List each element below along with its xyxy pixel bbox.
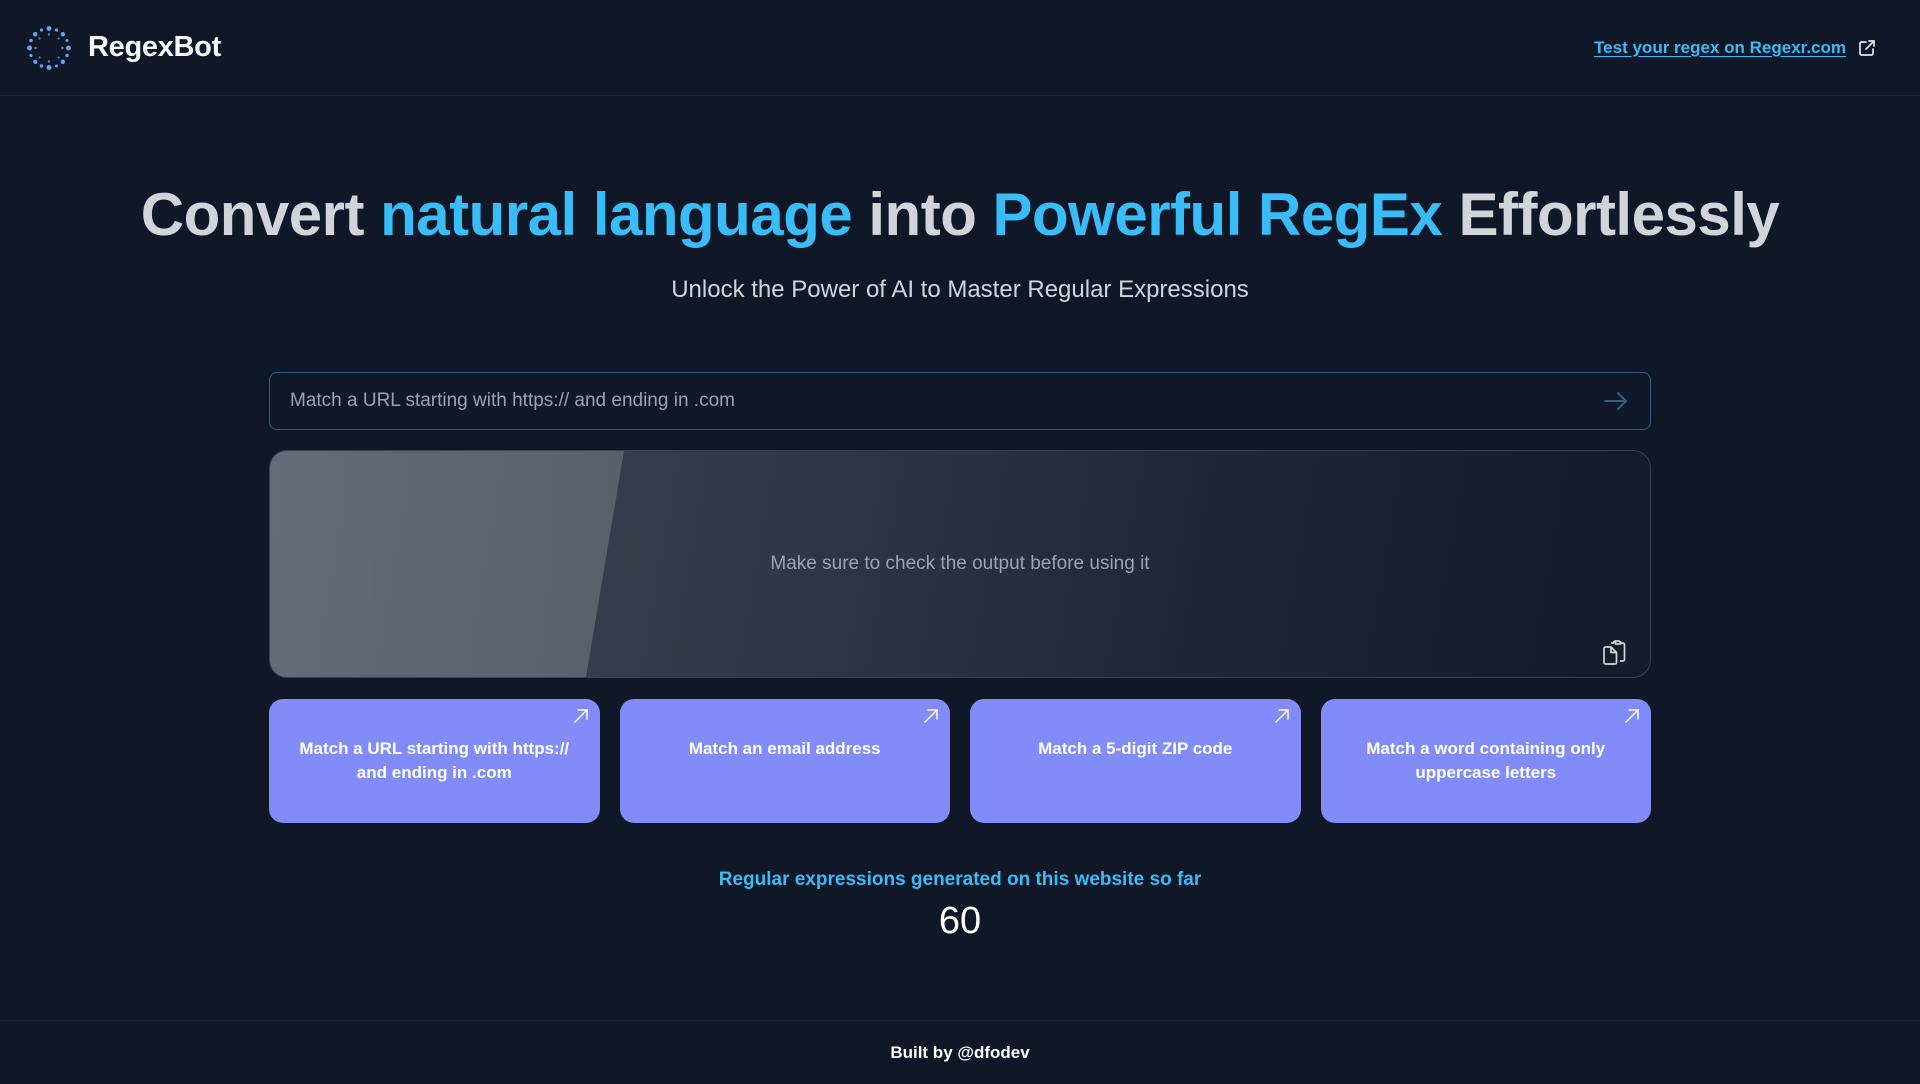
external-link-icon xyxy=(1859,39,1875,56)
hero-title: Convert natural language into Powerful R… xyxy=(0,180,1920,249)
arrow-up-right-icon xyxy=(924,709,938,723)
counter-label: Regular expressions generated on this we… xyxy=(718,869,1202,890)
output-placeholder: Make sure to check the output before usi… xyxy=(770,553,1150,574)
hero-title-accent: natural language xyxy=(380,181,853,248)
example-card-uppercase[interactable]: Match a word containing only uppercase l… xyxy=(1320,699,1651,823)
arrow-right-icon xyxy=(1604,392,1627,410)
hero-title-part: Effortlessly xyxy=(1442,181,1780,248)
footer: Built by @dfodev xyxy=(0,1020,1920,1084)
hero-subtitle: Unlock the Power of AI to Master Regular… xyxy=(671,276,1249,303)
example-card-label: Match a word containing only uppercase l… xyxy=(1366,739,1606,782)
clipboard-copy-icon xyxy=(1603,640,1626,665)
example-prompts: Match a URL starting with https:// and e… xyxy=(269,699,1651,823)
example-card-zip[interactable]: Match a 5-digit ZIP code xyxy=(970,699,1301,823)
submit-button[interactable] xyxy=(1602,387,1630,415)
brand-name: RegexBot xyxy=(88,31,221,63)
example-card-label: Match a URL starting with https:// and e… xyxy=(299,739,570,782)
hero-title-part: into xyxy=(852,181,993,248)
example-card-email[interactable]: Match an email address xyxy=(619,699,950,823)
counter-value: 60 xyxy=(938,900,982,942)
arrow-up-right-icon xyxy=(1625,709,1639,723)
header: RegexBot Test your regex on Regexr.com xyxy=(0,0,1920,96)
arrow-up-right-icon xyxy=(1274,709,1289,723)
regex-output-panel: Make sure to check the output before usi… xyxy=(269,450,1651,678)
footer-credit[interactable]: Built by @dfodev xyxy=(890,1042,1030,1062)
regexr-link[interactable]: Test your regex on Regexr.com xyxy=(1594,38,1876,58)
output-shine-decoration xyxy=(270,451,624,677)
arrow-up-right-icon xyxy=(573,709,588,723)
hero-title-accent: Powerful RegEx xyxy=(992,181,1443,248)
example-card-url[interactable]: Match a URL starting with https:// and e… xyxy=(269,699,600,823)
copy-button[interactable] xyxy=(1600,637,1628,667)
dotted-ring-logo-icon xyxy=(27,25,71,70)
prompt-input[interactable] xyxy=(290,390,1602,412)
hero-title-part: Convert xyxy=(140,181,381,248)
example-card-label: Match an email address xyxy=(688,739,881,758)
prompt-box xyxy=(269,372,1651,430)
regexr-link-label[interactable]: Test your regex on Regexr.com xyxy=(1594,37,1846,57)
example-card-label: Match a 5-digit ZIP code xyxy=(1038,739,1233,758)
brand[interactable]: RegexBot xyxy=(26,25,221,71)
